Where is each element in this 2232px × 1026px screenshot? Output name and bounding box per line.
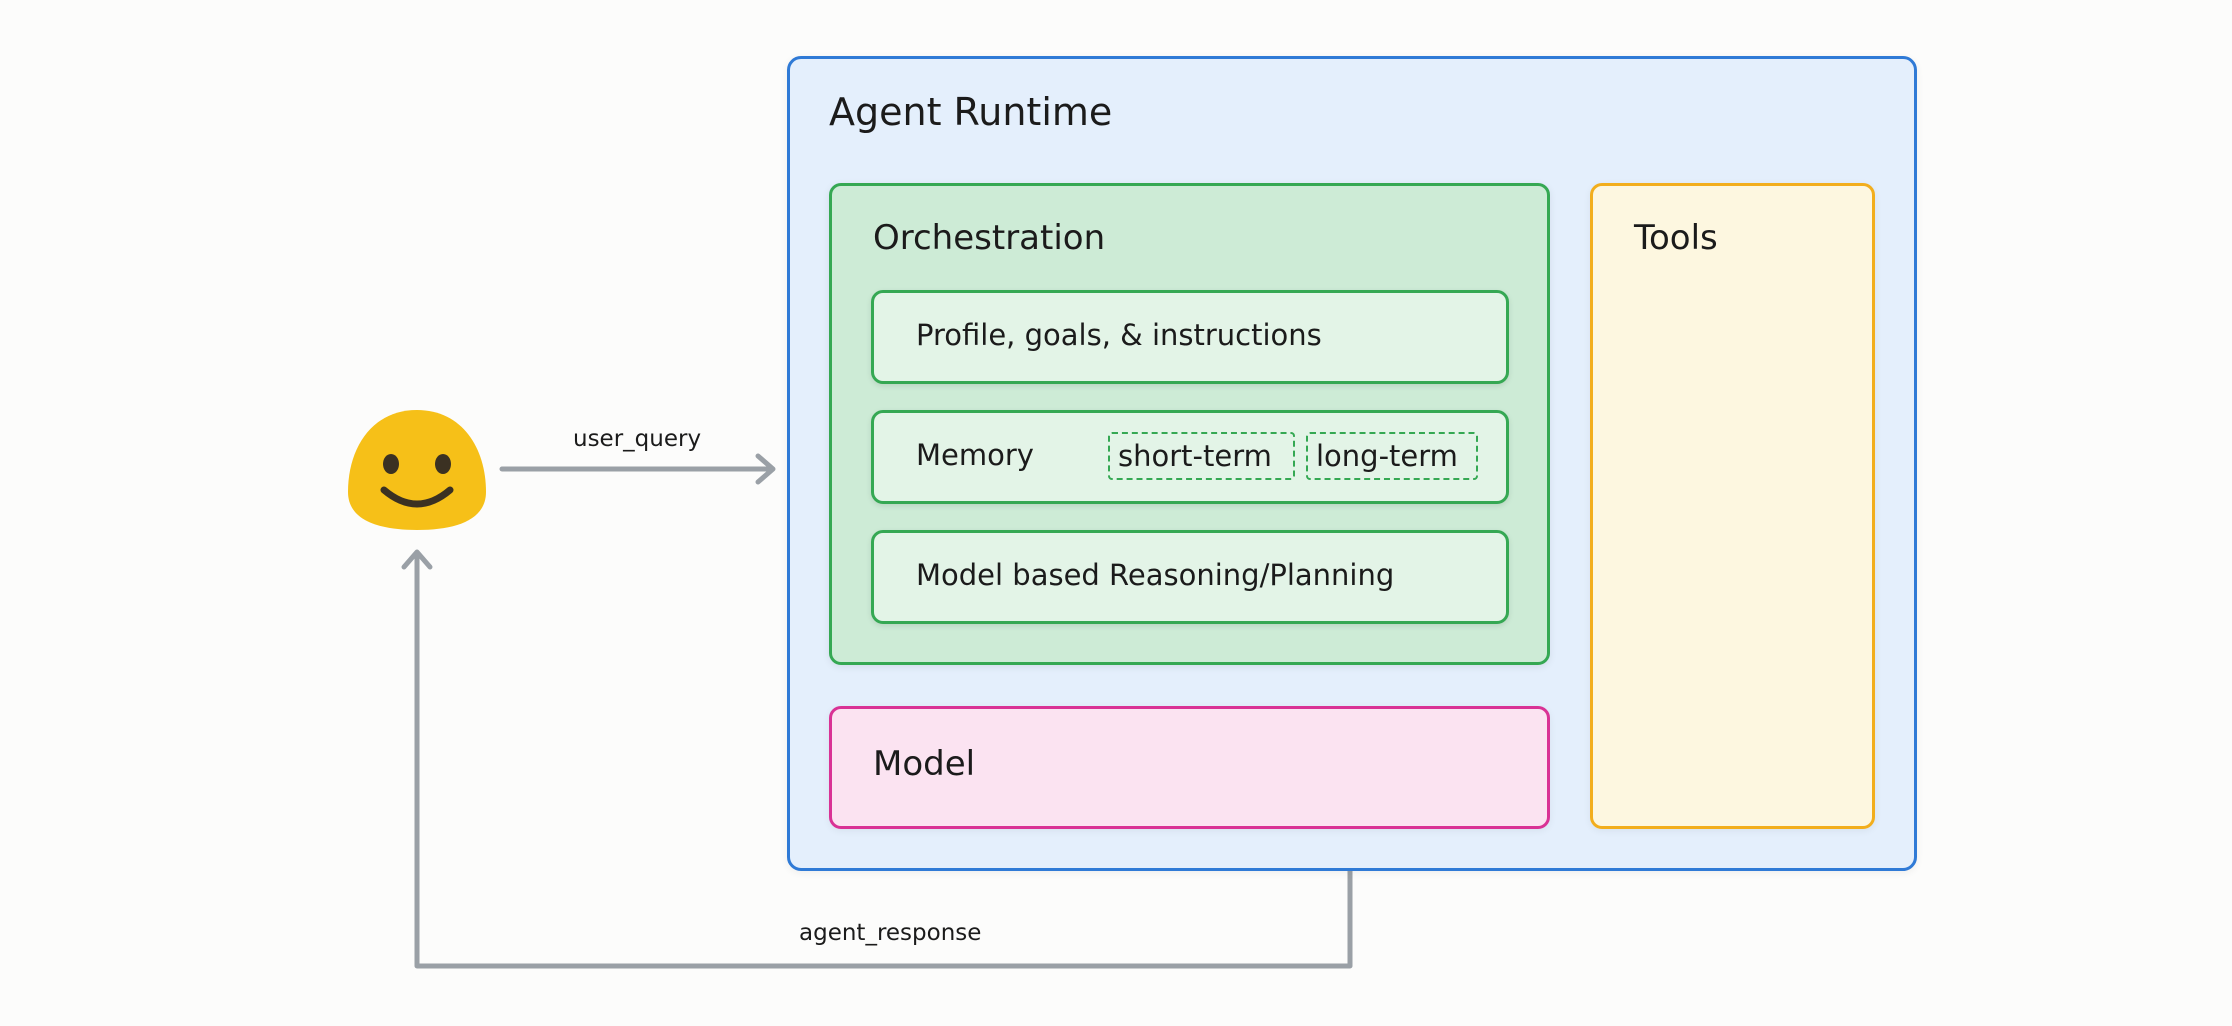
short-term-tag: short-term xyxy=(1108,432,1295,480)
reasoning-planning-item xyxy=(871,530,1509,624)
profile-goals-item xyxy=(871,290,1509,384)
tools-box xyxy=(1590,183,1875,829)
tools-title: Tools xyxy=(1634,218,1718,258)
model-title: Model xyxy=(873,744,976,784)
profile-goals-label: Profile, goals, & instructions xyxy=(916,318,1322,352)
model-box xyxy=(829,706,1550,829)
reasoning-planning-label: Model based Reasoning/Planning xyxy=(916,558,1395,592)
agent-response-arrow xyxy=(414,552,1353,969)
memory-item xyxy=(871,410,1509,504)
memory-label: Memory xyxy=(916,438,1034,472)
orchestration-title: Orchestration xyxy=(873,218,1106,258)
user-query-arrowhead xyxy=(755,453,776,485)
user-query-label: user_query xyxy=(573,426,702,452)
agent-response-arrowhead xyxy=(401,549,433,570)
smiley-face-icon xyxy=(348,410,486,530)
agent-runtime-title: Agent Runtime xyxy=(829,90,1113,134)
agent-response-label: agent_response xyxy=(799,920,982,946)
long-term-tag: long-term xyxy=(1306,432,1478,480)
